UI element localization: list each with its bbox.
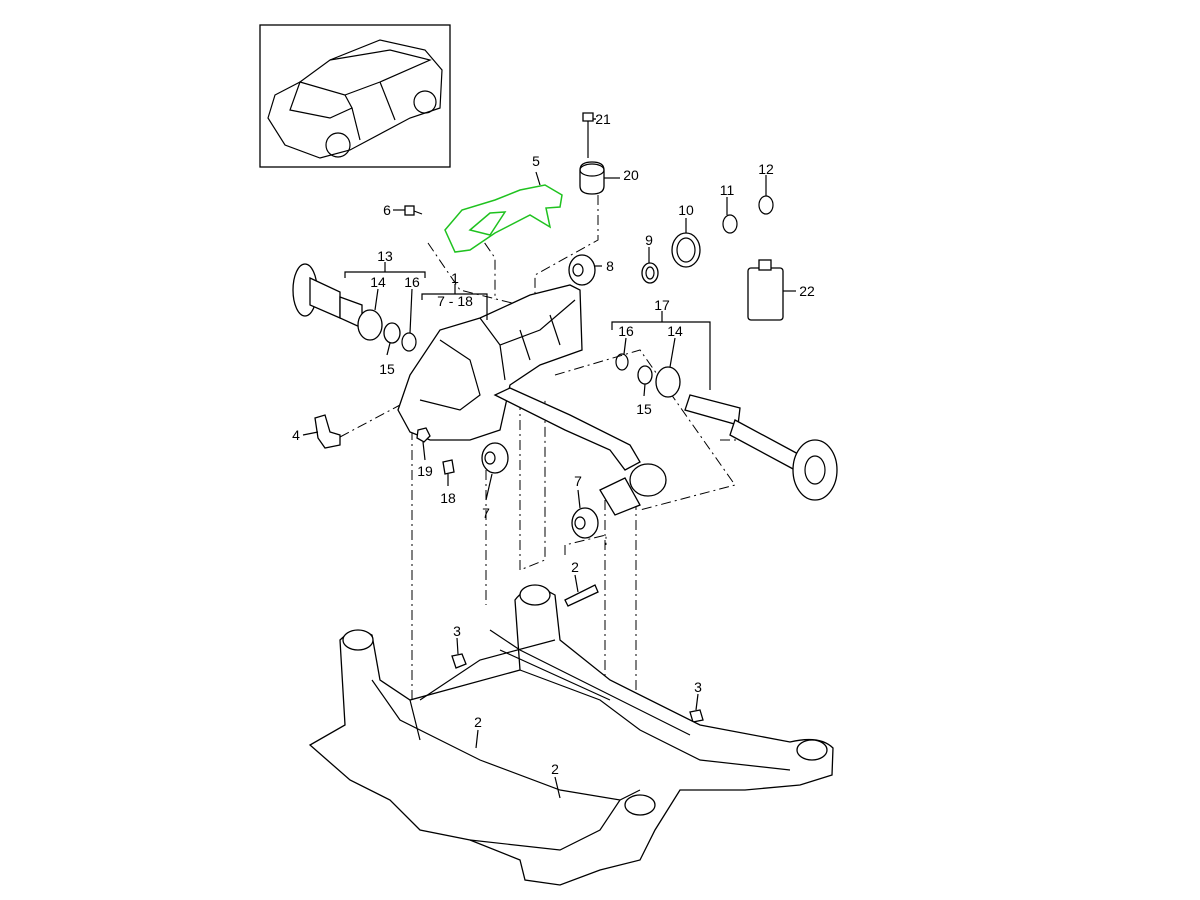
rear-subframe[interactable]	[308, 584, 834, 886]
callout-10[interactable]: 10	[678, 202, 694, 218]
vehicle-thumbnail[interactable]	[259, 24, 451, 168]
callout-18[interactable]: 18	[440, 490, 456, 506]
part-16-circlip[interactable]	[401, 332, 417, 352]
callout-6[interactable]: 6	[383, 202, 391, 218]
callout-9[interactable]: 9	[645, 232, 653, 248]
part-7-bushing[interactable]	[481, 442, 509, 474]
part-21-bolt[interactable]	[582, 112, 594, 158]
part-7-bushing-right[interactable]	[571, 507, 599, 539]
part-18-nut[interactable]	[442, 459, 455, 475]
part-14-seal-right[interactable]	[655, 366, 681, 398]
part-20-bushing[interactable]	[579, 161, 605, 195]
callout-12[interactable]: 12	[758, 161, 774, 177]
part-12-circlip[interactable]	[758, 195, 774, 215]
callout-13[interactable]: 13	[377, 248, 393, 264]
part-16-circlip-right[interactable]	[615, 353, 629, 371]
callout-2-lower[interactable]: 2	[474, 714, 482, 730]
part-14-seal-ring[interactable]	[357, 309, 383, 341]
callout-2-bottom[interactable]: 2	[551, 761, 559, 777]
callout-4[interactable]: 4	[292, 427, 300, 443]
part-15-ring-right[interactable]	[637, 365, 653, 385]
callout-3-right[interactable]: 3	[694, 679, 702, 695]
callout-17[interactable]: 17	[654, 297, 670, 313]
callout-leaders	[302, 118, 796, 799]
callout-labels: 21 20 5 6 12 11 10 9 8 13 14 16 1 7 - 18…	[292, 111, 815, 777]
callout-19[interactable]: 19	[417, 463, 433, 479]
part-3-nut[interactable]	[451, 653, 467, 669]
part-13-flange-shaft[interactable]	[292, 263, 363, 330]
callout-20[interactable]: 20	[623, 167, 639, 183]
part-22-oil-bottle[interactable]	[747, 259, 784, 321]
callout-1[interactable]: 1	[451, 270, 459, 286]
callout-3[interactable]: 3	[453, 623, 461, 639]
callout-22[interactable]: 22	[799, 283, 815, 299]
part-9-ring[interactable]	[641, 262, 659, 284]
callout-15[interactable]: 15	[379, 361, 395, 377]
part-15-ring[interactable]	[383, 322, 401, 344]
part-19-nut[interactable]	[416, 427, 431, 443]
callout-11[interactable]: 11	[720, 182, 735, 198]
callout-14[interactable]: 14	[370, 274, 386, 290]
callout-2[interactable]: 2	[571, 559, 579, 575]
callout-14-right[interactable]: 14	[667, 323, 683, 339]
part-10-seal[interactable]	[671, 232, 701, 268]
part-11-ring[interactable]	[722, 214, 738, 234]
part-6-screw[interactable]	[404, 205, 423, 216]
part-17-drive-shaft[interactable]	[684, 394, 838, 501]
callout-16-right[interactable]: 16	[618, 323, 634, 339]
callout-8[interactable]: 8	[606, 258, 614, 274]
part-4-sensor[interactable]	[314, 414, 341, 449]
callout-7-right[interactable]: 7	[574, 473, 582, 489]
part-8-bushing[interactable]	[568, 254, 596, 286]
callout-15-right[interactable]: 15	[636, 401, 652, 417]
part-3-nut-right[interactable]	[689, 709, 704, 723]
callout-7[interactable]: 7	[482, 505, 490, 521]
part-2-bolt[interactable]	[564, 584, 599, 607]
callout-16[interactable]: 16	[404, 274, 420, 290]
callout-7-18[interactable]: 7 - 18	[437, 293, 473, 309]
callout-5[interactable]: 5	[532, 153, 540, 169]
part-5-heat-shield-highlighted[interactable]	[444, 184, 563, 253]
callout-21[interactable]: 21	[595, 111, 611, 127]
part-1-differential[interactable]	[397, 284, 667, 516]
